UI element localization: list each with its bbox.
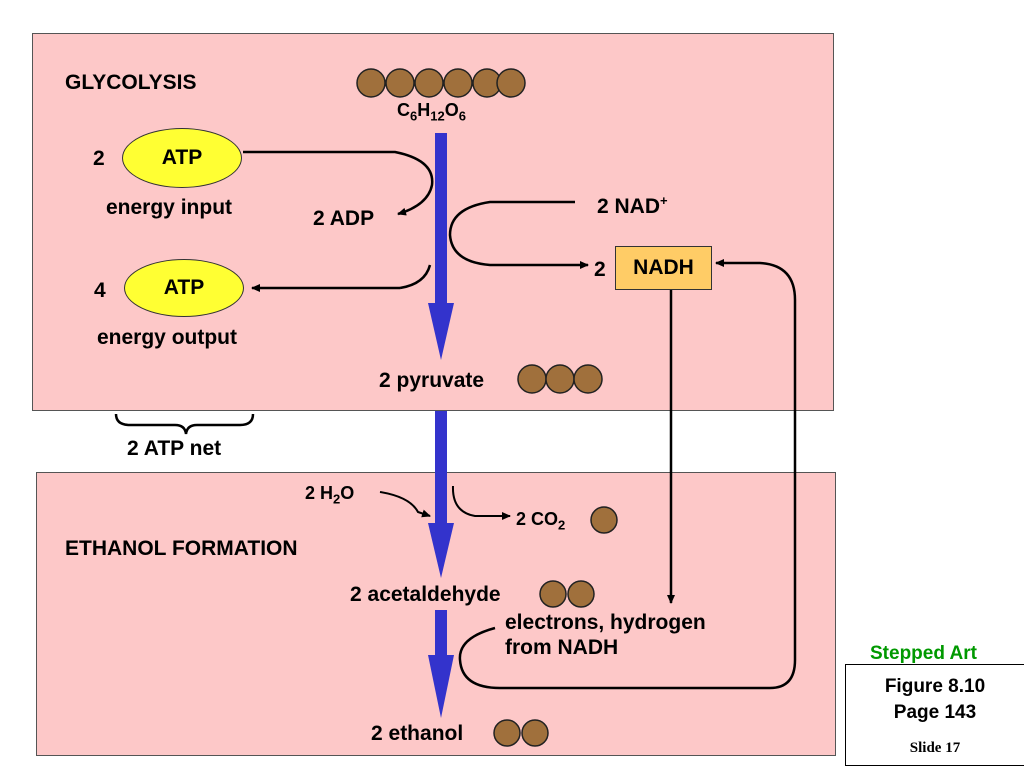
electrons-label-line2: from NADH [505,636,619,659]
water-label: 2 H2O [305,483,355,507]
nadh-count: 2 [594,258,606,281]
page-number: Page 143 [893,702,977,723]
electrons-label-line1: electrons, hydrogen [505,611,706,634]
co2-molecule [590,506,618,534]
pyruvate-molecule [517,364,603,394]
stepped-art-label: Stepped Art [870,643,977,664]
glucose-molecule [356,68,526,98]
nadh-box: NADH [615,246,712,290]
main-flow-arrow-2 [428,411,454,578]
ethanol-molecule [493,719,549,747]
atp-output-ellipse: ATP [124,259,244,317]
ethanol-formation-title: ETHANOL FORMATION [65,537,298,560]
atp-input-count: 2 [93,147,105,170]
atp-output-count: 4 [94,279,106,302]
pyruvate-label: 2 pyruvate [379,369,485,392]
energy-input-label: energy input [106,196,233,219]
atp-input-label: ATP [161,146,203,169]
glucose-formula: C6H12O6 [397,100,466,124]
acetaldehyde-label: 2 acetaldehyde [350,583,501,606]
figure-number: Figure 8.10 [884,676,986,697]
nad-label: 2 NAD+ [597,193,668,218]
figure-caption-box: Figure 8.10 Page 143 Slide 17 [845,664,1024,766]
nadh-label: NADH [633,256,694,279]
slide-number: Slide 17 [909,740,961,756]
atp-input-ellipse: ATP [122,128,242,188]
energy-output-label: energy output [97,326,237,349]
adp-label: 2 ADP [313,207,375,230]
main-flow-arrow-3 [428,610,454,718]
glycolysis-title: GLYCOLYSIS [65,71,197,94]
ethanol-label: 2 ethanol [371,722,464,745]
atp-output-label: ATP [163,276,205,299]
main-flow-arrow-1 [428,133,454,360]
acetaldehyde-molecule [539,580,595,608]
co2-label: 2 CO2 [516,509,566,533]
net-atp-label: 2 ATP net [127,437,222,460]
